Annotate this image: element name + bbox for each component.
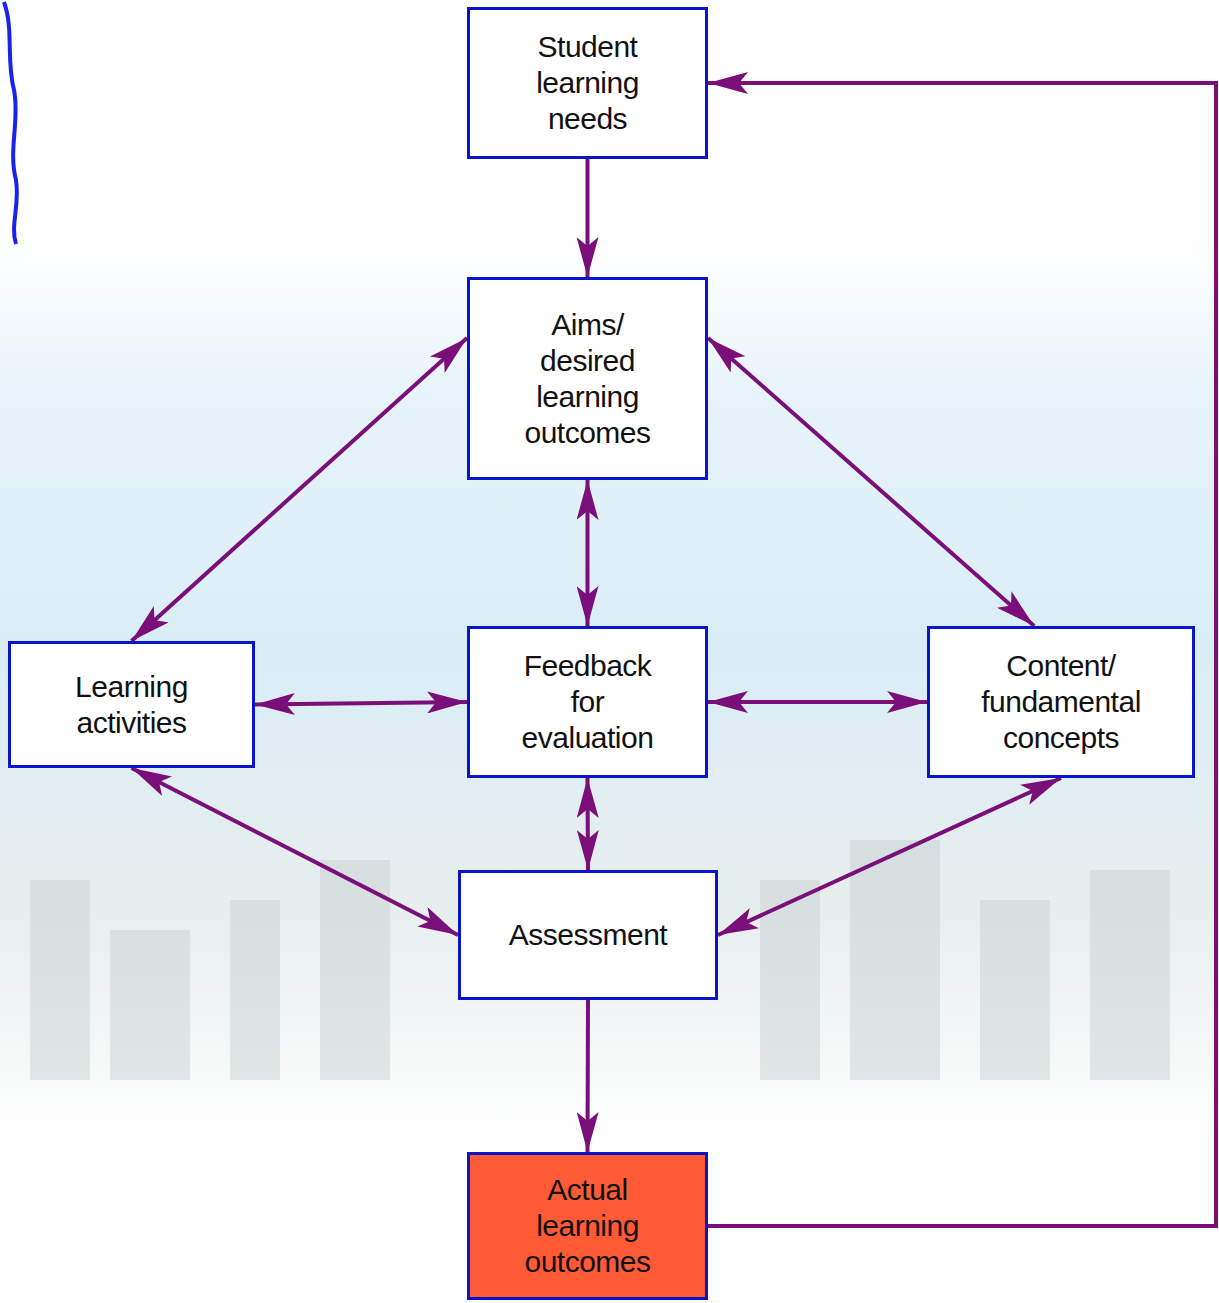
sky-backdrop: [0, 240, 1219, 1140]
text-group: Aims/ desired learning outcomes: [513, 307, 663, 451]
arrow-connector: [708, 83, 1216, 1226]
node-label: Student learning needs: [513, 29, 663, 137]
text-group: Learning activities: [32, 669, 232, 741]
feedback-box: Feedback for evaluation: [467, 626, 708, 778]
decorative-scribble: [4, 2, 17, 244]
assessment-box: Assessment: [458, 870, 718, 1000]
arrow-connector: [586, 778, 591, 870]
arrow-connector: [586, 1000, 591, 1152]
arrow-connector: [708, 338, 1034, 626]
arrow-connector: [132, 338, 468, 641]
arrow-connector: [586, 480, 590, 626]
text-group: Content/ fundamental concepts: [941, 648, 1181, 756]
needs-box: Student learning needs: [467, 7, 708, 159]
city-silhouette: [30, 840, 1170, 1080]
text-group: Actual learning outcomes: [513, 1172, 663, 1280]
arrow-connector: [255, 702, 467, 705]
arrow-connector: [708, 700, 927, 704]
node-label: Assessment: [509, 917, 667, 953]
arrow-connector: [132, 768, 459, 935]
arrow-connector: [718, 778, 1061, 935]
activities-box: Learning activities: [8, 641, 255, 768]
text-group: Feedback for evaluation: [513, 648, 663, 756]
node-label: Actual learning outcomes: [513, 1172, 663, 1280]
node-label: Content/ fundamental concepts: [941, 648, 1181, 756]
text-group: Student learning needs: [513, 29, 663, 137]
node-label: Feedback for evaluation: [513, 648, 663, 756]
node-label: Aims/ desired learning outcomes: [513, 307, 663, 451]
node-label: Learning activities: [32, 669, 232, 741]
arrow-connector: [586, 159, 590, 277]
content-box: Content/ fundamental concepts: [927, 626, 1195, 778]
text-group: Assessment: [509, 917, 667, 953]
aims-box: Aims/ desired learning outcomes: [467, 277, 708, 480]
outcomes-box: Actual learning outcomes: [467, 1152, 708, 1300]
